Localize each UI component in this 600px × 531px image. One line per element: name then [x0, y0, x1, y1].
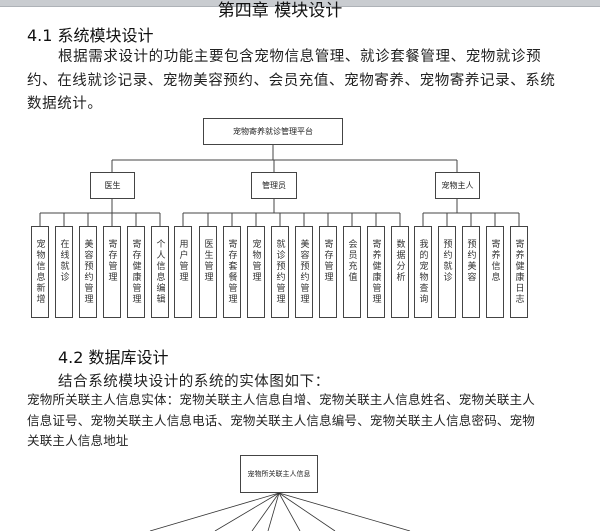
leaf-module-box: 医生管理	[199, 226, 217, 318]
leaf-module-label: 宠物管理	[250, 239, 261, 283]
intro-text: 结合系统模块设计的系统的实体图如下：	[58, 374, 330, 390]
leaf-module-label: 寄存健康管理	[130, 239, 141, 305]
leaf-module-label: 寄养健康日志	[513, 239, 524, 305]
leaf-module-box: 宠物信息新增	[31, 226, 49, 318]
leaf-module-label: 寄存管理	[106, 239, 117, 283]
leaf-module-label: 医生管理	[202, 239, 213, 283]
leaf-module-box: 寄养健康日志	[510, 226, 528, 318]
leaf-module-label: 数据分析	[394, 239, 405, 283]
section-heading-4-1: 4.1 系统模块设计	[27, 26, 154, 45]
entity-box: 宠物所关联主人信息	[240, 455, 318, 493]
role-box-admin: 管理员	[251, 172, 297, 199]
leaf-module-label: 寄养健康管理	[370, 239, 381, 305]
role-box-owner: 宠物主人	[435, 172, 480, 199]
leaf-module-label: 宠物信息新增	[34, 239, 45, 305]
leaf-module-box: 在线就诊	[55, 226, 73, 318]
leaf-module-label: 美容预约管理	[298, 239, 309, 305]
leaf-module-label: 预约就诊	[441, 239, 452, 283]
leaf-module-box: 美容预约管理	[79, 226, 97, 318]
leaf-module-label: 会员充值	[346, 239, 357, 283]
leaf-module-label: 在线就诊	[58, 239, 69, 283]
leaf-module-label: 就诊预约管理	[274, 239, 285, 305]
leaf-module-label: 个人信息编辑	[154, 239, 165, 305]
chapter-title: 第四章 模块设计	[217, 1, 343, 21]
leaf-module-label: 美容预约管理	[82, 239, 93, 305]
leaf-module-box: 美容预约管理	[295, 226, 313, 318]
leaf-module-label: 寄存管理	[322, 239, 333, 283]
leaf-module-box: 宠物管理	[247, 226, 265, 318]
leaf-module-box: 预约就诊	[438, 226, 456, 318]
leaf-module-label: 用户管理	[177, 239, 188, 283]
leaf-module-box: 我的宠物查询	[414, 226, 432, 318]
leaf-module-box: 个人信息编辑	[151, 226, 169, 318]
paragraph-line: 数据统计。	[27, 96, 103, 112]
role-box-doctor: 医生	[90, 172, 135, 199]
entity-fan-lines	[149, 492, 411, 531]
viewer-top-bar	[0, 0, 600, 7]
leaf-module-label: 我的宠物查询	[417, 239, 428, 305]
leaf-module-box: 就诊预约管理	[271, 226, 289, 318]
leaf-module-box: 寄存管理	[319, 226, 337, 318]
leaf-module-label: 寄存套餐管理	[226, 239, 237, 305]
section-heading-4-2: 4.2 数据库设计	[58, 348, 169, 367]
paragraph-line: 约、在线就诊记录、宠物美容预约、会员充值、宠物寄养、宠物寄养记录、系统	[27, 73, 556, 89]
leaf-module-box: 寄存健康管理	[127, 226, 145, 318]
entity-text-line: 信息证号、宠物关联主人信息电话、宠物关联主人信息编号、宠物关联主人信息密码、宠物	[27, 413, 536, 428]
leaf-module-label: 寄养信息	[489, 239, 500, 283]
leaf-module-box: 数据分析	[391, 226, 409, 318]
leaf-module-box: 寄养健康管理	[367, 226, 385, 318]
leaf-module-box: 会员充值	[343, 226, 361, 318]
paragraph-line: 根据需求设计的功能主要包含宠物信息管理、就诊套餐管理、宠物就诊预	[58, 49, 542, 65]
leaf-module-box: 用户管理	[174, 226, 192, 318]
leaf-module-box: 寄养信息	[486, 226, 504, 318]
entity-text-line: 关联主人信息地址	[27, 433, 129, 448]
leaf-module-label: 预约美容	[465, 239, 476, 283]
entity-text-line: 宠物所关联主人信息实体：宠物关联主人信息自增、宠物关联主人信息姓名、宠物关联主人	[27, 392, 536, 407]
root-box-platform: 宠物寄养就诊管理平台	[203, 118, 343, 145]
leaf-module-box: 寄存管理	[103, 226, 121, 318]
leaf-module-box: 寄存套餐管理	[223, 226, 241, 318]
leaf-module-box: 预约美容	[462, 226, 480, 318]
